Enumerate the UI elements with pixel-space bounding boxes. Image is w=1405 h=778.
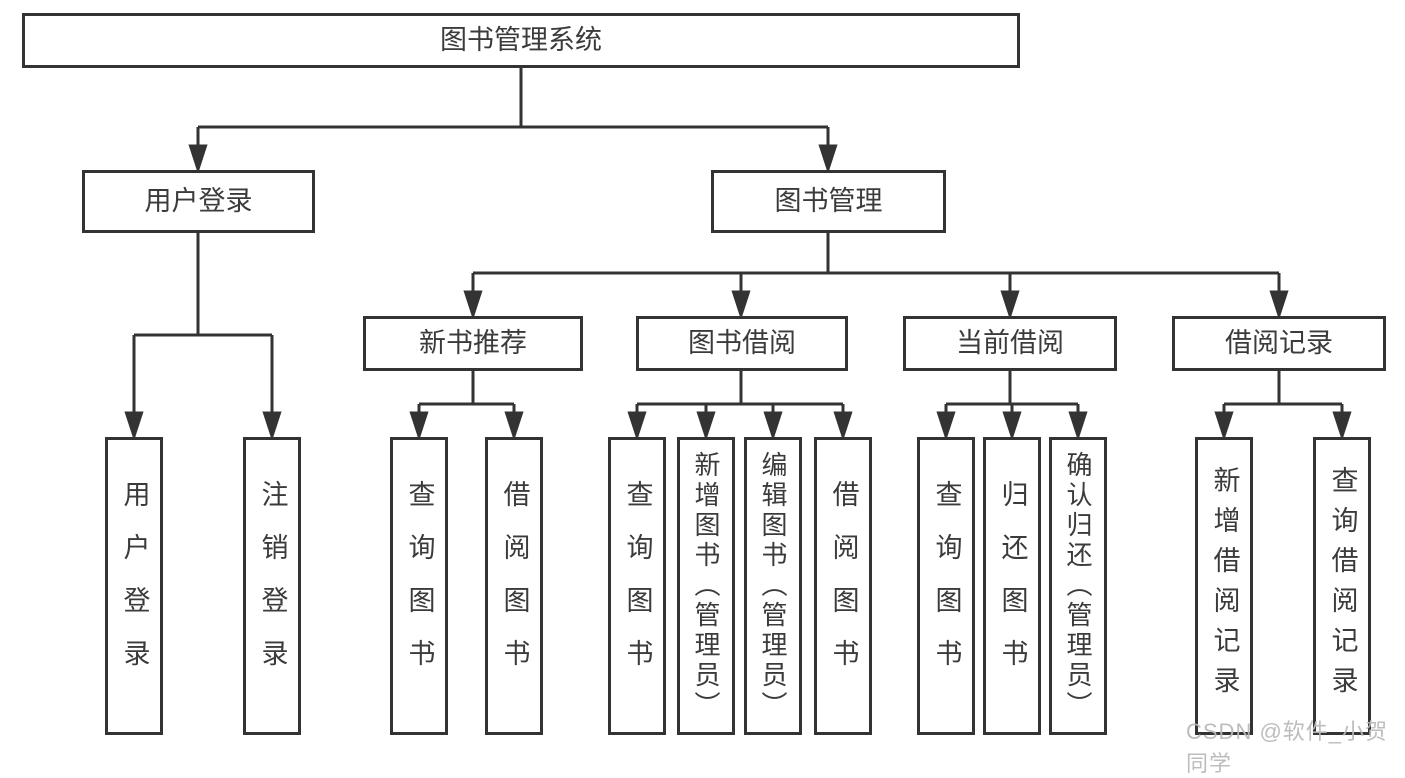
- node-leaf-logout: 注销登录: [243, 437, 301, 735]
- node-label: 确认归还（管理员）: [1063, 451, 1093, 721]
- node-leaf-return-book: 归还图书: [983, 437, 1041, 735]
- node-label: 查询图书: [404, 480, 435, 692]
- node-label: 用户登录: [119, 480, 150, 692]
- node-label: 查询借阅记录: [1327, 466, 1358, 706]
- node-root: 图书管理系统: [22, 13, 1020, 68]
- node-borrow-records: 借阅记录: [1172, 316, 1386, 371]
- node-leaf-confirm-return-admin: 确认归还（管理员）: [1049, 437, 1107, 735]
- node-leaf-query-book-current: 查询图书: [917, 437, 975, 735]
- node-current-borrow: 当前借阅: [903, 316, 1117, 371]
- node-label: 编辑图书（管理员）: [758, 451, 788, 721]
- node-label: 归还图书: [997, 480, 1028, 692]
- node-label: 借阅图书: [828, 480, 859, 692]
- node-label: 新增图书（管理员）: [691, 451, 721, 721]
- node-label: 注销登录: [257, 480, 288, 692]
- node-leaf-borrow-book-recommend: 借阅图书: [485, 437, 543, 735]
- node-leaf-add-book-admin: 新增图书（管理员）: [677, 437, 735, 735]
- node-leaf-add-borrow-record: 新增借阅记录: [1195, 437, 1253, 735]
- node-label: 查询图书: [622, 480, 653, 692]
- node-leaf-query-book-recommend: 查询图书: [390, 437, 448, 735]
- node-new-book-recommend: 新书推荐: [363, 316, 583, 371]
- node-leaf-borrow-book: 借阅图书: [814, 437, 872, 735]
- node-label: 查询图书: [931, 480, 962, 692]
- node-book-management: 图书管理: [711, 170, 946, 233]
- node-leaf-edit-book-admin: 编辑图书（管理员）: [744, 437, 802, 735]
- node-leaf-user-login: 用户登录: [105, 437, 163, 735]
- node-leaf-query-borrow-record: 查询借阅记录: [1313, 437, 1371, 735]
- node-label: 借阅图书: [499, 480, 530, 692]
- node-leaf-query-book-borrow: 查询图书: [608, 437, 666, 735]
- node-user-login: 用户登录: [82, 170, 315, 233]
- node-label: 新增借阅记录: [1209, 466, 1240, 706]
- connector-lines: [124, 68, 1352, 441]
- org-chart: 图书管理系统 用户登录 图书管理 新书推荐 图书借阅 当前借阅 借阅记录 用户登…: [22, 13, 1387, 776]
- node-book-borrow: 图书借阅: [636, 316, 848, 371]
